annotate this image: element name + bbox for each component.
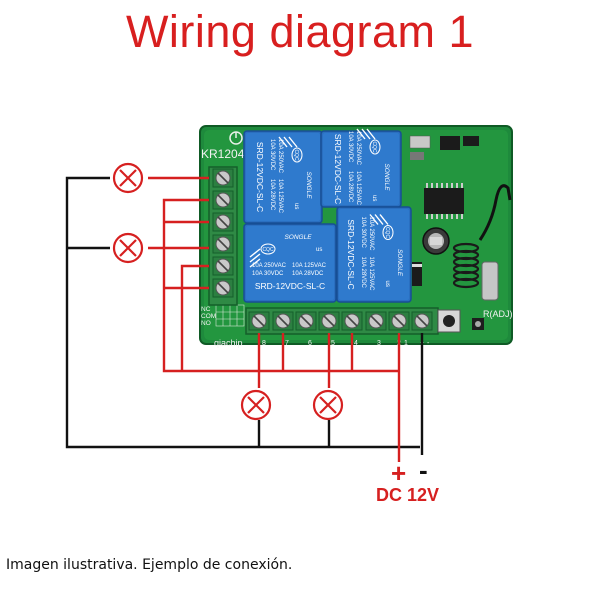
terminal-label-nc: NC xyxy=(201,306,211,313)
relay-rating-label: 10A 30VDC xyxy=(347,131,353,163)
terminal-screw xyxy=(212,212,234,232)
relay-brand-label: SONGLE xyxy=(383,163,390,191)
relay-rating-label: 10A 125VAC xyxy=(277,179,283,214)
coil-antenna xyxy=(452,242,480,289)
relay-rating-label: 10A 125VAC xyxy=(355,171,361,206)
lamp-icon xyxy=(112,232,144,264)
lamp-icon xyxy=(112,162,144,194)
black-wire xyxy=(65,176,420,449)
adj-label: R(ADJ) xyxy=(483,309,513,319)
board-model-label: KR1204 xyxy=(201,147,245,161)
us-mark-label: us xyxy=(384,281,390,287)
board-brand-label: qiachip xyxy=(214,338,243,348)
terminal-number-label: 7 xyxy=(285,340,289,347)
terminal-screw xyxy=(295,311,317,331)
relay-rating-label: 10A 250VAC xyxy=(368,217,374,252)
lamp-icon xyxy=(240,389,272,421)
terminal-number-label: 4 xyxy=(354,340,358,347)
terminal-number-label: 5 xyxy=(331,340,335,347)
relay-rating-label: 10A 28VDC xyxy=(347,171,353,203)
terminal-label-no: NO xyxy=(201,320,211,327)
antenna-wire xyxy=(478,184,512,241)
terminal-number-label: 1 xyxy=(404,340,408,347)
relay: SONGLE CQC us 10A 250VAC 10A 125VAC 10A 30VDC… xyxy=(336,206,412,303)
terminal-screw xyxy=(272,311,294,331)
dc-voltage-label: DC 12V xyxy=(376,485,439,505)
diode xyxy=(412,262,422,286)
smd-component xyxy=(410,152,424,160)
lamp-icon xyxy=(312,389,344,421)
dc-plus-sign: + xyxy=(391,458,406,488)
relay-logo-icon xyxy=(278,136,298,148)
relay-rating-label: 10A 250VAC xyxy=(355,131,361,166)
relay-brand-label: SONGLE xyxy=(284,234,312,241)
terminal-screw xyxy=(212,278,234,298)
terminal-screw xyxy=(388,311,410,331)
dc-minus-sign: - xyxy=(419,455,428,485)
terminal-screw xyxy=(212,234,234,254)
relay-rating-label: 10A 28VDC xyxy=(360,257,366,289)
relay-model-label: SRD-12VDC-SL-C xyxy=(346,219,356,289)
wiring xyxy=(65,176,424,462)
cqc-mark-icon xyxy=(291,147,303,163)
relay-rating-label: 10A 250VAC xyxy=(252,263,287,269)
red-wire xyxy=(180,264,209,371)
relay-brand-label: SONGLE xyxy=(396,249,403,277)
smd-component xyxy=(409,135,431,149)
relay: SONGLE CQC us 10A 250VAC 10A 125VAC 10A 30VDC… xyxy=(243,223,337,303)
cqc-label: CQC xyxy=(293,149,299,161)
caption: Imagen ilustrativa. Ejemplo de conexión. xyxy=(6,557,293,573)
relay-logo-icon xyxy=(369,214,389,225)
small-chip xyxy=(463,136,479,146)
relay-rating-label: 10A 125VAC xyxy=(368,257,374,292)
relay: SONGLE CQC us 10A 250VAC 10A 125VAC 10A 30VDC… xyxy=(320,128,402,208)
terminal-screw xyxy=(248,311,270,331)
terminal-number-label: 3 xyxy=(377,340,381,347)
diagram-title: Wiring diagram 1 xyxy=(125,6,475,57)
terminal-number-label: 6 xyxy=(308,340,312,347)
relay-model-label: SRD-12VDC-SL-C xyxy=(255,142,265,212)
cqc-mark-icon xyxy=(260,243,276,255)
ic-chip xyxy=(424,188,464,214)
us-mark-label: us xyxy=(293,203,299,209)
relay-rating-label: 10A 30VDC xyxy=(360,217,366,249)
terminal-screw xyxy=(318,311,340,331)
small-chip xyxy=(440,136,460,150)
relay-rating-label: 10A 30VDC xyxy=(269,139,275,171)
terminal-number-label: - xyxy=(427,340,430,347)
terminal-screw xyxy=(212,256,234,276)
relay-rating-label: 10A 125VAC xyxy=(292,263,327,269)
relay-rating-label: 10A 30VDC xyxy=(252,271,284,277)
crystal-oscillator xyxy=(481,261,499,301)
us-mark-label: us xyxy=(316,247,322,253)
terminal-label-com: COM xyxy=(201,313,216,320)
terminal-number-label: 8 xyxy=(262,340,266,347)
terminal-screw xyxy=(341,311,363,331)
relay-model-label: SRD-12VDC-SL-C xyxy=(333,134,343,204)
terminal-screw xyxy=(212,168,234,188)
cqc-mark-icon xyxy=(369,139,381,155)
relay-model-label: SRD-12VDC-SL-C xyxy=(255,281,325,291)
relay: SONGLE CQC us 10A 250VAC 10A 125VAC 10A 30VDC… xyxy=(243,130,323,224)
cqc-mark-icon xyxy=(382,225,394,240)
relay-brand-label: SONGLE xyxy=(305,171,312,199)
relay-rating-label: 10A 28VDC xyxy=(292,271,324,277)
cqc-label: CQC xyxy=(371,141,377,153)
relay-rating-label: 10A 250VAC xyxy=(277,139,283,174)
cqc-label: CQC xyxy=(262,247,274,253)
relay-logo-icon xyxy=(249,248,261,268)
terminal-screw xyxy=(411,311,433,331)
terminal-screw xyxy=(365,311,387,331)
relay-logo-icon xyxy=(356,128,376,140)
cqc-label: CQC xyxy=(384,227,390,239)
us-mark-label: us xyxy=(371,195,377,201)
relay-rating-label: 10A 28VDC xyxy=(269,179,275,211)
terminal-screw xyxy=(212,190,234,210)
red-wire xyxy=(162,198,399,373)
